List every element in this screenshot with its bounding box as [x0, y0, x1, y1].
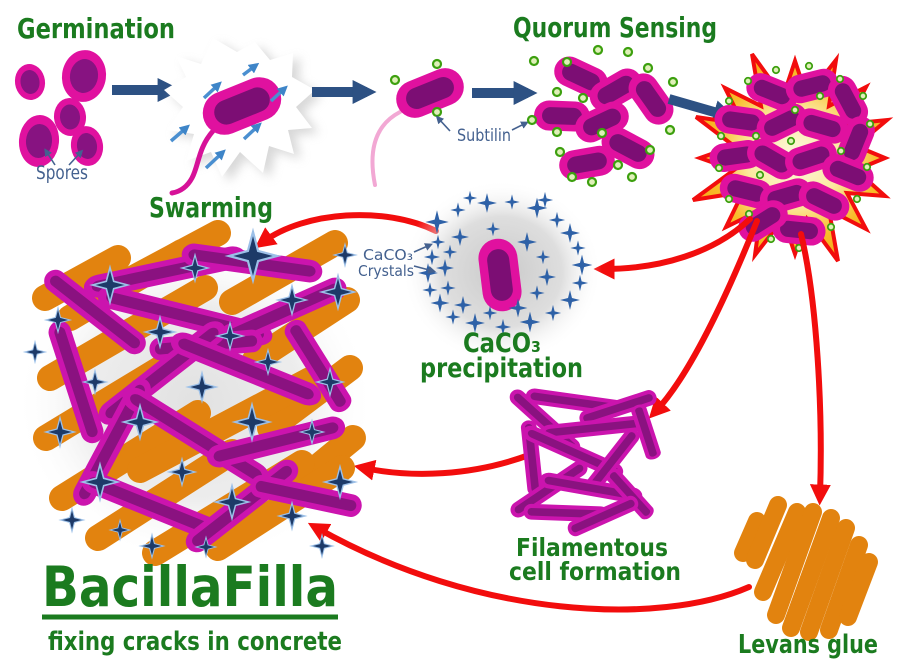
precipitation-label-line2: precipitation [420, 353, 583, 384]
activation-burst [691, 52, 894, 263]
swarming-label: Swarming [149, 191, 273, 224]
precipitation-label-line1: CaCO₃ [463, 328, 541, 359]
arrow-burst-to-precipitation [593, 216, 753, 280]
arrow-burst-to-filamentous [648, 218, 760, 419]
spores-pointer-arrows [44, 148, 84, 166]
crystals-pointer-arrows [413, 243, 437, 274]
germination-label: Germination [17, 12, 175, 45]
subtilin-pointer-arrows [435, 115, 529, 132]
page-title: BacillaFilla [42, 555, 338, 619]
crystals-label-line1: CaCO₃ [363, 246, 413, 264]
repaired-concrete-composite [15, 220, 375, 566]
levans-stage: Levans glue [734, 496, 878, 660]
swarming-stage: Swarming [149, 38, 322, 224]
signalling-cell [390, 62, 470, 124]
levans-blob [734, 496, 878, 641]
crystals-label-line2: Crystals [358, 262, 414, 280]
filamentous-stage: Filamentous cell formation [509, 389, 681, 586]
levans-label: Levans glue [738, 630, 878, 660]
filamentous-label-line2: cell formation [509, 557, 681, 586]
precipitation-stage: CaCO₃ Crystals CaCO₃ precipitation [358, 180, 602, 384]
filament-tangle [509, 389, 662, 538]
quorum-sensing-stage: Quorum Sensing Subtilin [370, 11, 717, 188]
cell-cluster [533, 51, 680, 183]
germination-stage: Germination Spores [14, 12, 175, 184]
filamentous-label-line1: Filamentous [516, 533, 668, 562]
page-subtitle: fixing cracks in concrete [48, 627, 342, 657]
flow-arrows-red [254, 212, 831, 613]
spore-icons [14, 50, 107, 167]
flagellum [370, 110, 402, 187]
arrow-levans-to-concrete [307, 522, 752, 613]
subtilin-label: Subtilin [457, 126, 511, 146]
title-block: BacillaFilla fixing cracks in concrete [42, 555, 342, 657]
flagellum [169, 128, 216, 196]
motion-arrows [169, 62, 288, 170]
arrow-precipitation-to-concrete [254, 212, 439, 249]
spores-label: Spores [36, 162, 88, 184]
arrow-filamentous-to-concrete [353, 452, 532, 481]
arrow-burst-to-levans [798, 231, 831, 506]
quorum-sensing-label: Quorum Sensing [513, 11, 717, 44]
